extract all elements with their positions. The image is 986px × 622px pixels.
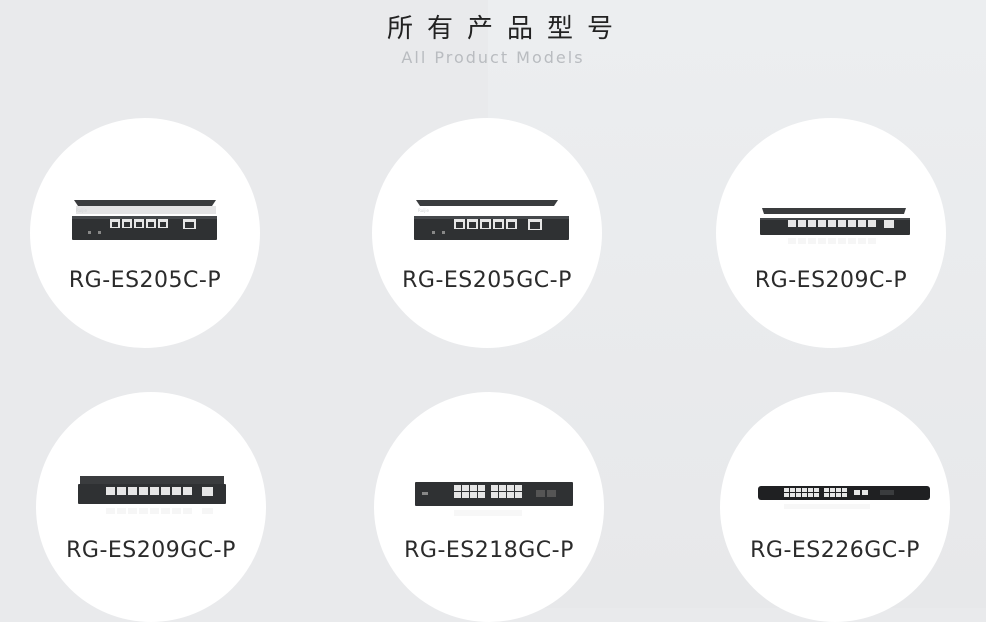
5-port-poe-switch-icon: Ruijie bbox=[72, 200, 217, 240]
product-name: RG-ES209GC-P bbox=[66, 538, 236, 563]
9-port-gigabit-poe-switch-icon bbox=[78, 476, 226, 514]
page-title: 所有产品型号 bbox=[386, 14, 627, 44]
product-card-es209gc-p[interactable]: RG-ES209GC-P bbox=[36, 392, 266, 622]
product-name: RG-ES205GC-P bbox=[402, 268, 572, 293]
product-name: RG-ES205C-P bbox=[68, 268, 222, 293]
product-card-es218gc-p[interactable]: RG-ES218GC-P bbox=[374, 392, 604, 622]
18-port-gigabit-poe-switch-icon bbox=[415, 482, 573, 516]
product-card-es209c-p[interactable]: RG-ES209C-P bbox=[716, 118, 946, 348]
product-name: RG-ES209C-P bbox=[754, 268, 908, 293]
product-card-es205c-p[interactable]: Ruijie RG-ES205C-P bbox=[30, 118, 260, 348]
product-card-es226gc-p[interactable]: RG-ES226GC-P bbox=[720, 392, 950, 622]
product-name: RG-ES226GC-P bbox=[750, 538, 920, 563]
9-port-poe-switch-icon bbox=[760, 208, 910, 244]
svg-text:Ruijie: Ruijie bbox=[418, 208, 429, 213]
product-name: RG-ES218GC-P bbox=[404, 538, 574, 563]
26-port-gigabit-poe-switch-icon bbox=[758, 486, 930, 509]
5-port-gigabit-poe-switch-icon: Ruijie bbox=[414, 200, 569, 240]
page-subtitle: All Product Models bbox=[401, 48, 585, 67]
svg-text:Ruijie: Ruijie bbox=[76, 208, 87, 213]
product-card-es205gc-p[interactable]: Ruijie RG-ES205GC-P bbox=[372, 118, 602, 348]
